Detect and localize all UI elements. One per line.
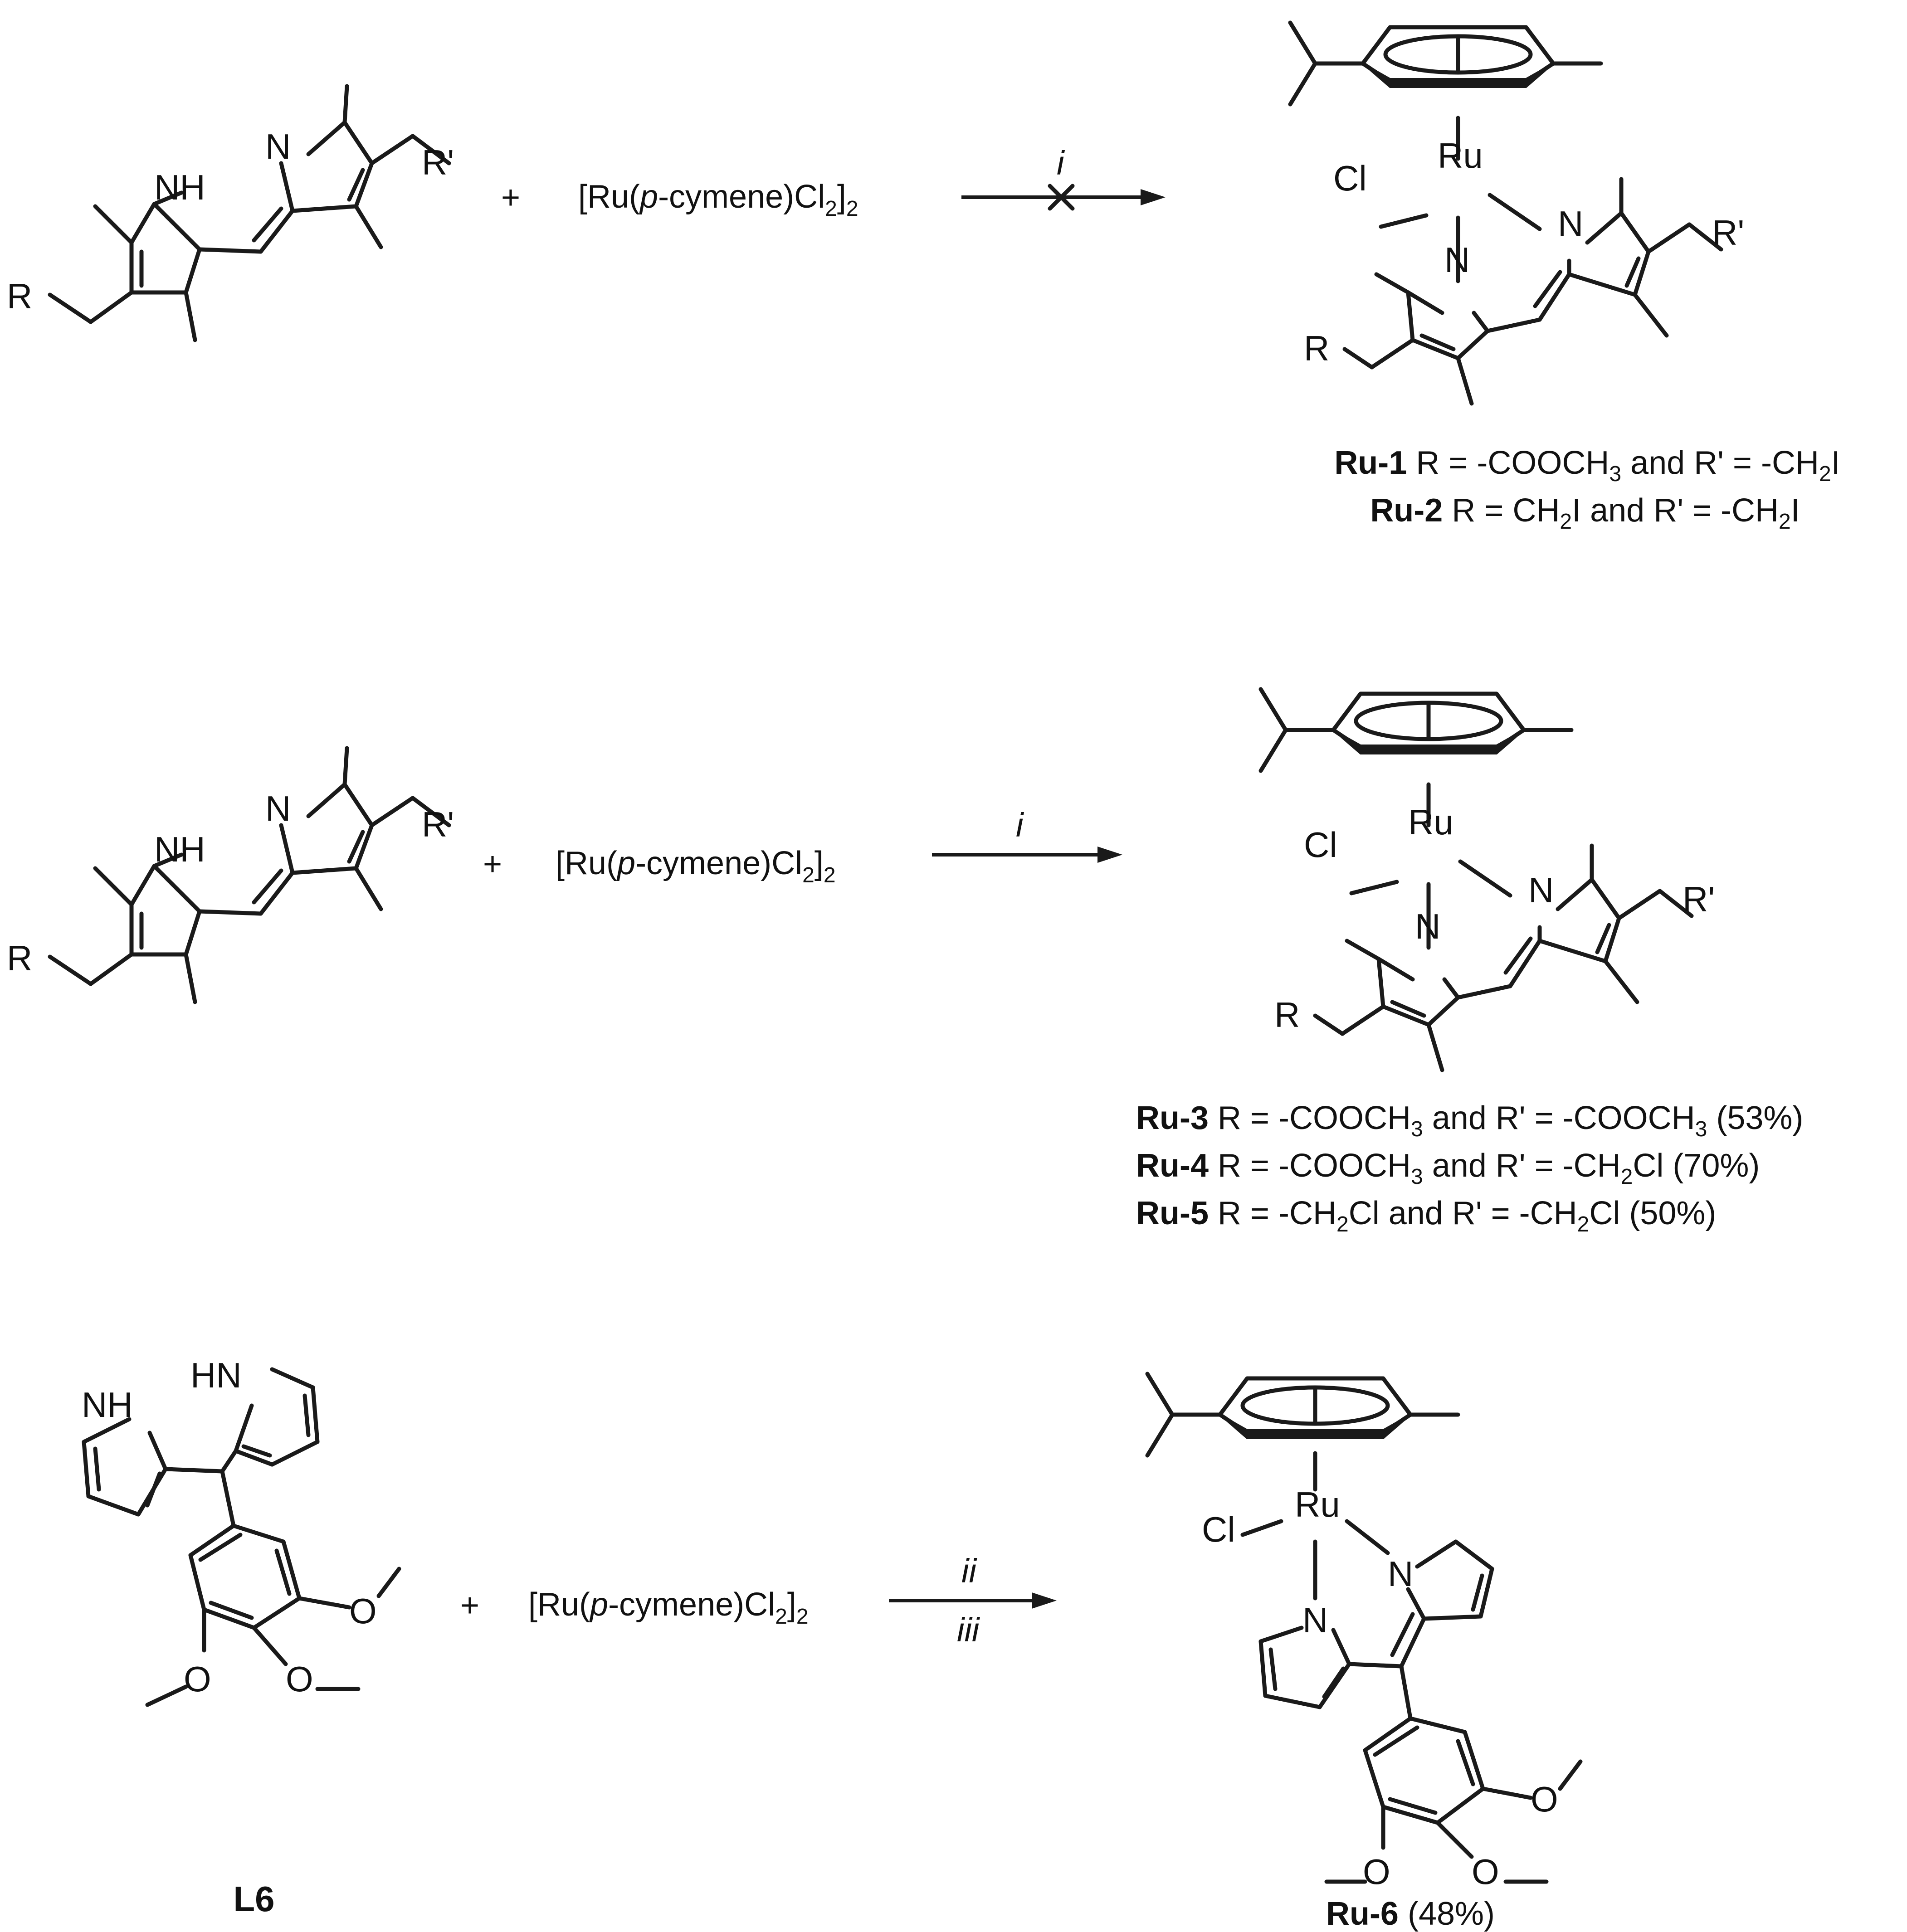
ruthenium-reagent: [Ru(p-cymene)Cl2]2 (556, 845, 836, 887)
cl-label: Cl (1202, 1509, 1235, 1549)
r-label: R (1304, 328, 1329, 368)
cl-label: Cl (1333, 158, 1367, 198)
reaction-2: NH N R R' + [Ru(p-cymene)Cl2]2 i Ru Cl N… (7, 689, 1803, 1236)
nh-label: NH (82, 1385, 133, 1425)
r-label: R (7, 276, 32, 316)
caption-ru-1: Ru-1 R = -COOCH3 and R' = -CH2I (1334, 445, 1840, 486)
n-label-right: N (1558, 204, 1583, 243)
r-prime-label: R' (422, 804, 454, 844)
r-prime-label: R' (1712, 213, 1744, 253)
nh-label: NH (154, 167, 205, 207)
reaction-arrow-1: i (961, 144, 1166, 211)
ruthenium-complex-6: Ru Cl N N O O O Ru-6 (48%) (1147, 1374, 1583, 1932)
reaction-1: NH N R R' + [Ru(p-cymene)Cl2]2 i Ru Cl N… (7, 23, 1840, 534)
dipyrromethane-ligand-l6: NH HN O O O L6 (82, 1355, 401, 1919)
caption-ru-4: Ru-4 R = -COOCH3 and R' = -CH2Cl (70%) (1136, 1148, 1760, 1189)
methoxy-o-label: O (1363, 1852, 1390, 1892)
condition-label: ii (961, 1552, 977, 1590)
r-prime-label: R' (1683, 879, 1715, 919)
ru-label: Ru (1295, 1484, 1340, 1524)
ru-label: Ru (1438, 136, 1483, 175)
plus-sign: + (501, 180, 520, 216)
n-label-right: N (1528, 870, 1554, 910)
ruthenium-reagent: [Ru(p-cymene)Cl2]2 (528, 1586, 809, 1629)
plus-sign: + (483, 846, 502, 882)
methoxy-o-label: O (184, 1659, 211, 1699)
n-label: N (265, 127, 291, 166)
reaction-arrow-2: i (932, 806, 1122, 863)
product-label-ru-6: Ru-6 (48%) (1326, 1896, 1495, 1932)
dipyrrin-ligand-2: NH N R R' (7, 748, 454, 1002)
caption-ru-2: Ru-2 R = CH2I and R' = -CH2I (1370, 492, 1800, 534)
ruthenium-reagent: [Ru(p-cymene)Cl2]2 (578, 179, 858, 221)
ru-label: Ru (1408, 802, 1453, 842)
methoxy-o-label: O (286, 1659, 313, 1699)
methoxy-o-label: O (1531, 1779, 1558, 1819)
r-label: R (1274, 995, 1300, 1035)
methoxy-o-label: O (1472, 1852, 1499, 1892)
r-prime-label: R' (422, 142, 454, 182)
n-label-left: N (1444, 240, 1470, 280)
ruthenium-complex-1: Ru Cl N N R R' (1290, 23, 1744, 404)
caption-ru-3: Ru-3 R = -COOCH3 and R' = -COOCH3 (53%) (1136, 1100, 1803, 1141)
n-label: N (265, 788, 291, 828)
n-label-left: N (1302, 1600, 1328, 1640)
plus-sign: + (460, 1587, 479, 1624)
condition-label: i (1057, 144, 1065, 182)
condition-label: i (1016, 806, 1024, 844)
reaction-3: NH HN O O O L6 + [Ru(p-cymene)Cl2]2 ii i… (82, 1355, 1583, 1932)
ruthenium-complex-2: Ru Cl N N R R' (1261, 689, 1715, 1070)
reaction-arrow-3: ii iii (889, 1552, 1057, 1649)
r-label: R (7, 938, 32, 978)
caption-ru-5: Ru-5 R = -CH2Cl and R' = -CH2Cl (50%) (1136, 1195, 1716, 1236)
n-label-left: N (1415, 906, 1440, 946)
dipyrrin-ligand-1: NH N R R' (7, 86, 454, 340)
n-label-right: N (1388, 1554, 1413, 1594)
ligand-label-l6: L6 (233, 1879, 274, 1919)
condition-label-2: iii (957, 1611, 980, 1649)
methoxy-o-label: O (349, 1591, 377, 1631)
nh-label: NH (154, 829, 205, 869)
hn-label: HN (190, 1355, 242, 1395)
cl-label: Cl (1304, 825, 1337, 865)
